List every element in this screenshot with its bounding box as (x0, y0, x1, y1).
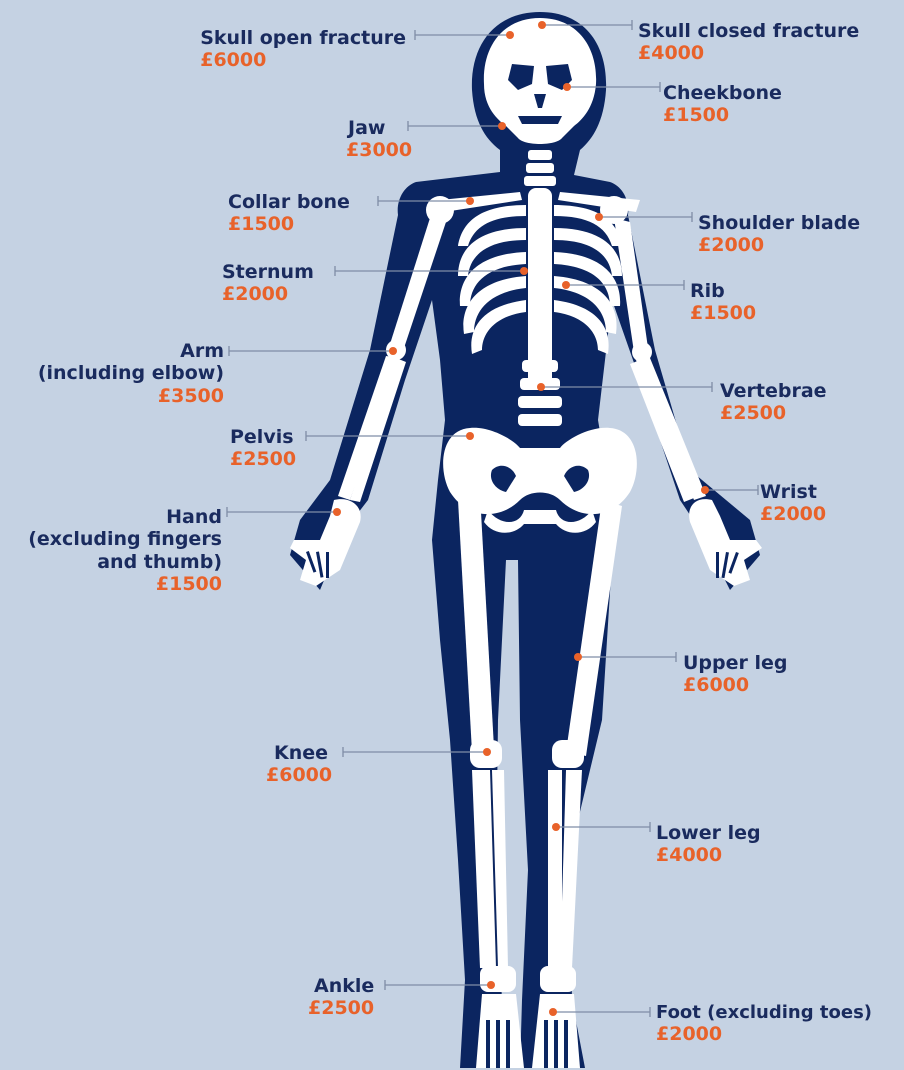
ankle (480, 966, 516, 992)
collar-bone-name: Collar bone (228, 191, 350, 213)
skull-closed-price: £4000 (638, 42, 859, 64)
wrist-price: £2000 (760, 503, 826, 525)
label-pelvis: Pelvis £2500 (230, 426, 296, 471)
sternum-name: Sternum (222, 261, 314, 283)
rib-price: £1500 (690, 302, 756, 324)
skull-open-name: Skull open fracture (200, 27, 406, 49)
skull-closed-name: Skull closed fracture (638, 20, 859, 42)
vertebrae-price: £2500 (720, 402, 827, 424)
body-silhouette (290, 12, 760, 1068)
label-jaw: Jaw £3000 (346, 117, 412, 162)
label-hand: Hand (excluding fingers and thumb) £1500 (28, 506, 222, 596)
hand-name-line3: and thumb) (28, 551, 222, 573)
label-knee: Knee £6000 (274, 742, 332, 787)
label-skull-open-fracture: Skull open fracture £6000 (200, 27, 406, 72)
rib-name: Rib (690, 280, 756, 302)
cheekbone-name: Cheekbone (663, 82, 782, 104)
label-skull-closed-fracture: Skull closed fracture £4000 (638, 20, 859, 65)
label-upper-leg: Upper leg £6000 (683, 652, 788, 697)
label-vertebrae: Vertebrae £2500 (720, 380, 827, 425)
foot-price: £2000 (656, 1023, 872, 1045)
label-collar-bone: Collar bone £1500 (228, 191, 350, 236)
hand-name-line1: Hand (28, 506, 222, 528)
lower-leg-name: Lower leg (656, 822, 761, 844)
pelvis-name: Pelvis (230, 426, 296, 448)
label-foot: Foot (excluding toes) £2000 (656, 1002, 872, 1046)
lower-leg-price: £4000 (656, 844, 761, 866)
label-cheekbone: Cheekbone £1500 (663, 82, 782, 127)
arm-name-line1: Arm (38, 340, 224, 362)
sternum (528, 188, 552, 388)
label-ankle: Ankle £2500 (308, 975, 374, 1020)
jaw-price: £3000 (346, 139, 412, 161)
label-wrist: Wrist £2000 (760, 481, 826, 526)
collar-bone-price: £1500 (228, 213, 350, 235)
label-lower-leg: Lower leg £4000 (656, 822, 761, 867)
sternum-price: £2000 (222, 283, 314, 305)
knee-price: £6000 (266, 764, 332, 786)
jaw-name: Jaw (346, 117, 412, 139)
hand-price: £1500 (28, 573, 222, 595)
ankle-name: Ankle (308, 975, 374, 997)
hand-name-line2: (excluding fingers (28, 528, 222, 550)
label-sternum: Sternum £2000 (222, 261, 314, 306)
upper-leg-name: Upper leg (683, 652, 788, 674)
arm-name-line2: (including elbow) (38, 362, 224, 384)
skull-open-price: £6000 (200, 49, 406, 71)
label-arm: Arm (including elbow) £3500 (38, 340, 224, 407)
foot-name: Foot (excluding toes) (656, 1002, 872, 1023)
knee-name: Knee (274, 742, 332, 764)
cheekbone-price: £1500 (663, 104, 782, 126)
wrist-name: Wrist (760, 481, 826, 503)
ankle-price: £2500 (308, 997, 374, 1019)
shoulder-blade-price: £2000 (698, 234, 860, 256)
shoulder-blade-name: Shoulder blade (698, 212, 860, 234)
vertebrae-name: Vertebrae (720, 380, 827, 402)
upper-leg-price: £6000 (683, 674, 788, 696)
arm-price: £3500 (38, 385, 224, 407)
label-shoulder-blade: Shoulder blade £2000 (698, 212, 860, 257)
label-rib: Rib £1500 (690, 280, 756, 325)
pelvis-price: £2500 (230, 448, 296, 470)
